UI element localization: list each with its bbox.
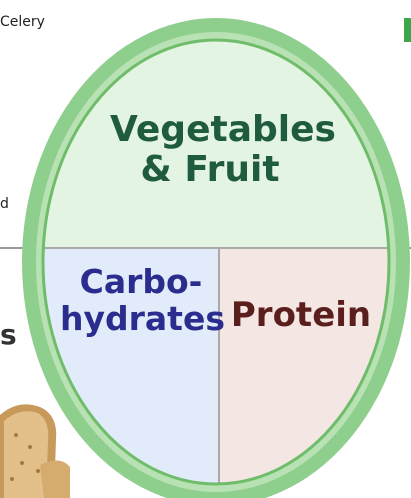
carbohydrates-label: Carbo- hydrates [60,264,222,338]
protein-label: Protein [222,296,380,334]
vegetables-label-line1: Vegetables [110,110,310,150]
vegetables-fruit-label: Vegetables & Fruit [110,110,310,191]
vegetables-label-line2: & Fruit [110,150,310,190]
carbohydrates-label-line1: Carbo- [60,264,222,301]
carbohydrates-label-line2: hydrates [60,301,222,338]
